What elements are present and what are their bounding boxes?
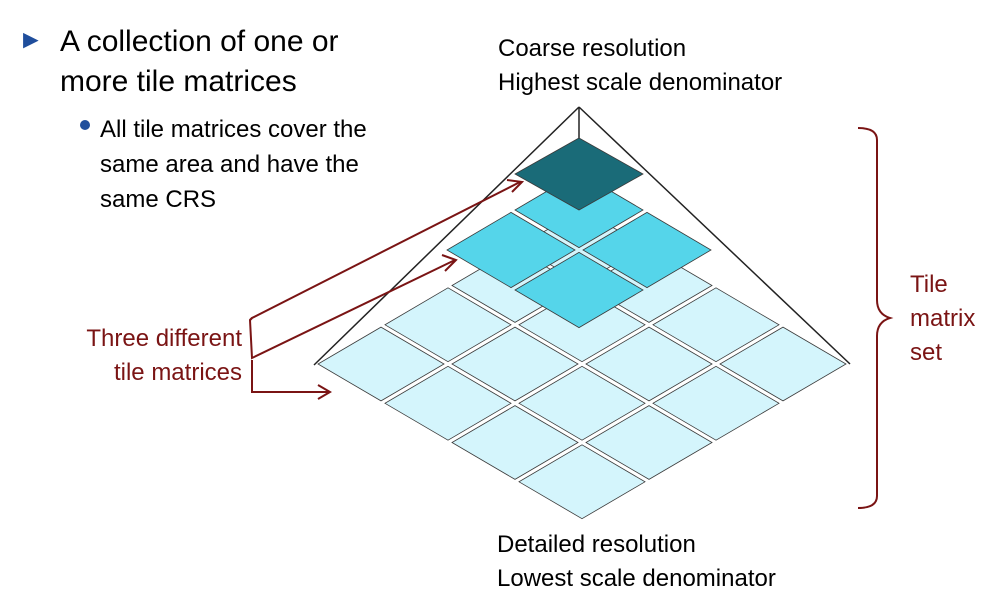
bottom-label-line2: Lowest scale denominator <box>497 565 776 592</box>
arrowhead-level-0 <box>506 179 525 193</box>
sub-bullet-line1: All tile matrices cover the <box>100 116 367 143</box>
tile-level2-r2-c2 <box>518 365 646 441</box>
pyramid-edge-left <box>313 106 580 366</box>
tile-level2-r3-c3 <box>518 444 646 520</box>
tile-level2-r3-c1 <box>384 365 512 441</box>
left-label-line2: tile matrices <box>113 359 242 386</box>
tile-level2-r3-c0 <box>317 326 445 402</box>
tile-level2-r1-c2 <box>585 326 713 402</box>
tile-level1-r1-c0 <box>446 211 576 289</box>
tile-level1-r0-c1 <box>582 211 712 289</box>
annotation-arrows <box>248 179 525 400</box>
tile-level2-r0-c2 <box>652 287 780 363</box>
top-label-line1: Coarse resolution <box>498 35 687 62</box>
tile-level2-r1-c3 <box>652 365 780 441</box>
tile-level1-r1-c1 <box>514 251 644 329</box>
three-tile-matrices-label: Three different tile matrices <box>24 322 242 390</box>
sub-bullet-dot-icon <box>80 120 90 130</box>
right-label-line3: set <box>910 339 943 366</box>
pyramid-edge-right <box>578 106 851 365</box>
tile-level2-r2-c1 <box>451 326 579 402</box>
tile-matrix-level-0 <box>514 137 644 211</box>
sub-bullet-text: All tile matrices cover the same area an… <box>100 112 440 217</box>
tile-level2-r2-c0 <box>384 287 512 363</box>
bottom-label-line1: Detailed resolution <box>497 531 696 558</box>
arrow-to-level-2 <box>251 360 328 393</box>
tile-matrix-set-brace-icon <box>857 127 894 509</box>
main-bullet-line1: A collection of one or <box>60 25 339 58</box>
top-label-line2: Highest scale denominator <box>498 69 783 96</box>
arrow-to-level-1 <box>248 259 456 360</box>
right-label-line2: matrix <box>910 305 976 332</box>
tile-level0-r0-c0 <box>514 137 644 211</box>
tile-level2-r3-c2 <box>451 405 579 480</box>
detailed-resolution-label: Detailed resolution Lowest scale denomin… <box>497 528 776 596</box>
coarse-resolution-label: Coarse resolution Highest scale denomina… <box>498 32 782 100</box>
right-label-line1: Tile <box>910 271 948 298</box>
bullet-arrow-icon: ► <box>18 24 44 54</box>
tile-level2-r0-c3 <box>719 326 847 402</box>
main-bullet-text: A collection of one or more tile matrice… <box>60 22 440 102</box>
tile-level2-r2-c3 <box>585 405 713 480</box>
arrowhead-level-1 <box>441 254 458 272</box>
sub-bullet-line3: same CRS <box>100 186 217 213</box>
sub-bullet-line2: same area and have the <box>100 151 359 178</box>
arrowhead-level-2 <box>317 384 332 400</box>
main-bullet-line2: more tile matrices <box>60 65 297 98</box>
tile-matrix-set-label: Tile matrix set <box>910 268 975 370</box>
left-label-line1: Three different <box>86 325 242 352</box>
